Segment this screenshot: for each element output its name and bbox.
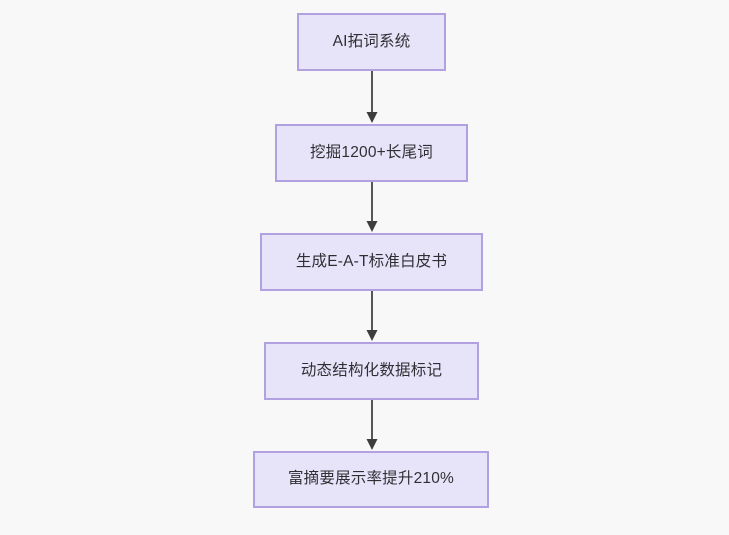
edge-n2-n3	[366, 182, 378, 232]
edge-n4-n5	[366, 400, 378, 450]
flow-node-label: 富摘要展示率提升210%	[287, 470, 455, 488]
flow-node-rich-snippet-impression-lift[interactable]: 富摘要展示率提升210%	[253, 451, 489, 508]
edge-n3-n4	[366, 291, 378, 341]
flow-node-ai-keyword-system[interactable]: AI拓词系统	[297, 13, 446, 71]
flow-node-dynamic-structured-data-markup[interactable]: 动态结构化数据标记	[264, 342, 479, 400]
flow-node-generate-eat-whitepaper[interactable]: 生成E-A-T标准白皮书	[260, 233, 483, 291]
flow-node-label: 生成E-A-T标准白皮书	[295, 252, 448, 270]
flow-node-label: 挖掘1200+长尾词	[309, 143, 434, 161]
flow-node-label: AI拓词系统	[332, 32, 411, 50]
edge-n1-n2	[366, 71, 378, 123]
flow-node-mine-longtail-keywords[interactable]: 挖掘1200+长尾词	[275, 124, 468, 182]
flow-node-label: 动态结构化数据标记	[300, 361, 443, 379]
